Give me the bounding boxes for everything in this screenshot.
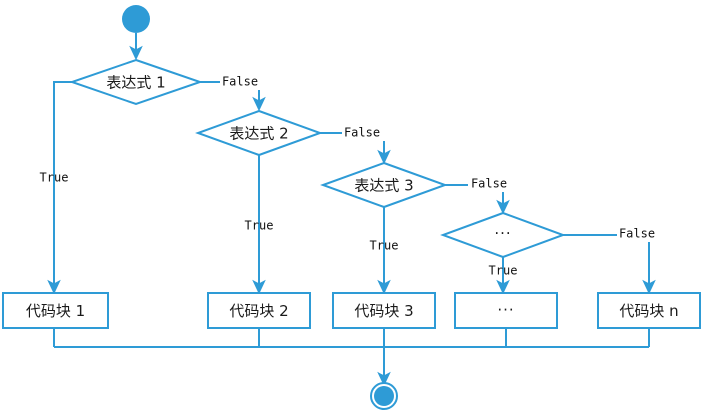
process-blocks-group: 代码块 1 代码块 2 代码块 3 ··· 代码块 n — [2, 292, 701, 329]
edge-label-true-4: True — [489, 264, 518, 278]
edge-label-true-1: True — [40, 171, 69, 185]
process-block-ellipsis[interactable] — [454, 292, 558, 329]
process-label-code-n: 代码块 n — [619, 302, 678, 320]
edges-group — [47, 33, 656, 387]
process-block-code-3[interactable] — [332, 292, 436, 329]
edge-d1-true-to-block1 — [47, 81, 72, 295]
terminal-nodes-group — [122, 5, 398, 410]
end-node-core — [374, 386, 394, 406]
decision-label-expression-3: 表达式 3 — [354, 177, 413, 195]
process-block-code-1[interactable] — [2, 292, 109, 329]
process-label-code-2: 代码块 2 — [229, 302, 288, 320]
process-block-code-2[interactable] — [207, 292, 311, 329]
decision-label-ellipsis: ··· — [494, 225, 511, 243]
edge-label-false-2: False — [344, 126, 380, 140]
decision-label-expression-2: 表达式 2 — [229, 125, 288, 143]
edge-label-false-3: False — [471, 177, 507, 191]
decision-node-expression-3[interactable] — [320, 161, 448, 209]
decision-node-ellipsis[interactable] — [440, 211, 566, 259]
edge-label-false-1: False — [222, 75, 258, 89]
process-label-code-1: 代码块 1 — [26, 302, 85, 320]
decision-node-expression-2[interactable] — [195, 109, 323, 157]
edge-labels-group: True True True True False False False Fa… — [40, 75, 656, 278]
process-block-code-n[interactable] — [597, 292, 701, 329]
edge-label-true-2: True — [245, 219, 274, 233]
edge-label-false-4: False — [619, 227, 655, 241]
edge-label-true-3: True — [370, 239, 399, 253]
decision-node-expression-1[interactable] — [68, 58, 204, 106]
process-label-code-3: 代码块 3 — [354, 302, 413, 320]
decision-nodes-group: 表达式 1 表达式 2 表达式 3 ··· — [68, 58, 566, 259]
process-label-ellipsis: ··· — [497, 301, 514, 319]
decision-label-expression-1: 表达式 1 — [106, 74, 165, 92]
start-node[interactable] — [122, 5, 150, 33]
